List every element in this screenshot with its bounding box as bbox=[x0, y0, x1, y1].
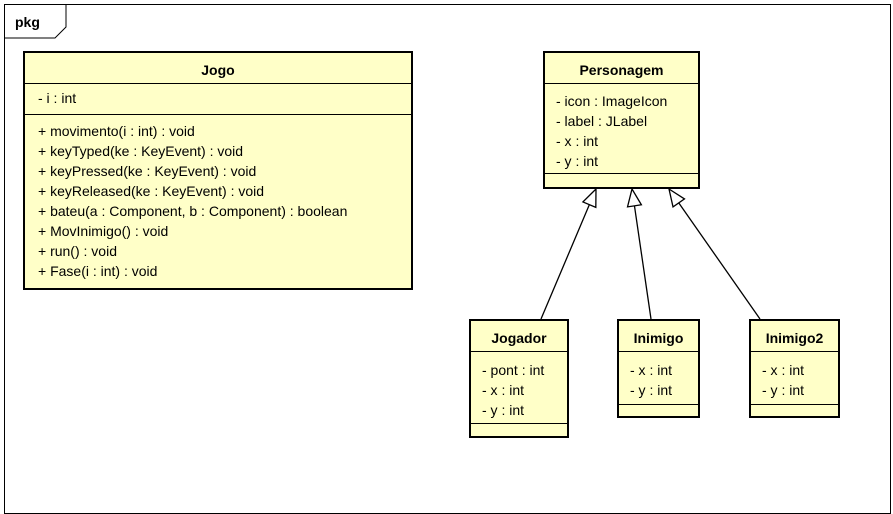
attribute: - x : int bbox=[762, 362, 805, 378]
operation: + MovInimigo() : void bbox=[38, 223, 169, 239]
generalization-jogador-to-personagem[interactable] bbox=[540, 187, 597, 320]
operation: + keyTyped(ke : KeyEvent) : void bbox=[38, 143, 244, 159]
attribute: - y : int bbox=[482, 402, 525, 418]
attribute: - icon : ImageIcon bbox=[556, 93, 668, 109]
generalization-inimigo2-to-personagem[interactable] bbox=[668, 187, 761, 320]
class-inimigo[interactable]: Inimigo - x : int - y : int bbox=[617, 319, 700, 418]
attribute: - y : int bbox=[630, 382, 673, 398]
class-name: Jogo bbox=[25, 53, 411, 84]
operation: + Fase(i : int) : void bbox=[38, 263, 158, 279]
class-jogo[interactable]: Jogo - i : int + movimento(i : int) : vo… bbox=[23, 51, 413, 290]
attribute: - i : int bbox=[38, 90, 77, 106]
class-jogador[interactable]: Jogador - pont : int - x : int - y : int bbox=[469, 319, 569, 438]
attributes-section: - icon : ImageIcon - label : JLabel - x … bbox=[545, 84, 698, 174]
attribute: - y : int bbox=[762, 382, 805, 398]
generalization-line bbox=[633, 205, 652, 320]
generalization-line bbox=[540, 204, 590, 320]
class-personagem[interactable]: Personagem - icon : ImageIcon - label : … bbox=[543, 51, 700, 189]
class-name: Inimigo2 bbox=[751, 321, 838, 352]
operations-section: + movimento(i : int) : void + keyTyped(k… bbox=[25, 115, 411, 281]
attribute: - x : int bbox=[482, 382, 525, 398]
operation: + bateu(a : Component, b : Component) : … bbox=[38, 203, 348, 219]
operation: + keyReleased(ke : KeyEvent) : void bbox=[38, 183, 265, 199]
hollow-triangle-arrowhead bbox=[581, 187, 597, 209]
class-name: Inimigo bbox=[619, 321, 698, 352]
attribute: - label : JLabel bbox=[556, 113, 648, 129]
class-name: Personagem bbox=[545, 53, 698, 84]
operation: + keyPressed(ke : KeyEvent) : void bbox=[38, 163, 257, 179]
attributes-section: - x : int - y : int bbox=[619, 352, 698, 405]
class-name: Jogador bbox=[471, 321, 567, 352]
attribute: - pont : int bbox=[482, 362, 545, 378]
hollow-triangle-arrowhead bbox=[626, 187, 643, 208]
hollow-triangle-arrowhead bbox=[668, 187, 686, 209]
generalization-line bbox=[678, 202, 761, 320]
generalization-inimigo-to-personagem[interactable] bbox=[626, 187, 652, 320]
operation: + movimento(i : int) : void bbox=[38, 123, 195, 139]
attribute: - x : int bbox=[630, 362, 673, 378]
package-label: pkg bbox=[15, 14, 40, 30]
attributes-section: - x : int - y : int bbox=[751, 352, 838, 405]
attribute: - x : int bbox=[556, 133, 599, 149]
attributes-section: - i : int bbox=[25, 84, 411, 115]
attribute: - y : int bbox=[556, 153, 599, 169]
operation: + run() : void bbox=[38, 243, 117, 259]
class-inimigo2[interactable]: Inimigo2 - x : int - y : int bbox=[749, 319, 840, 418]
attributes-section: - pont : int - x : int - y : int bbox=[471, 352, 567, 424]
